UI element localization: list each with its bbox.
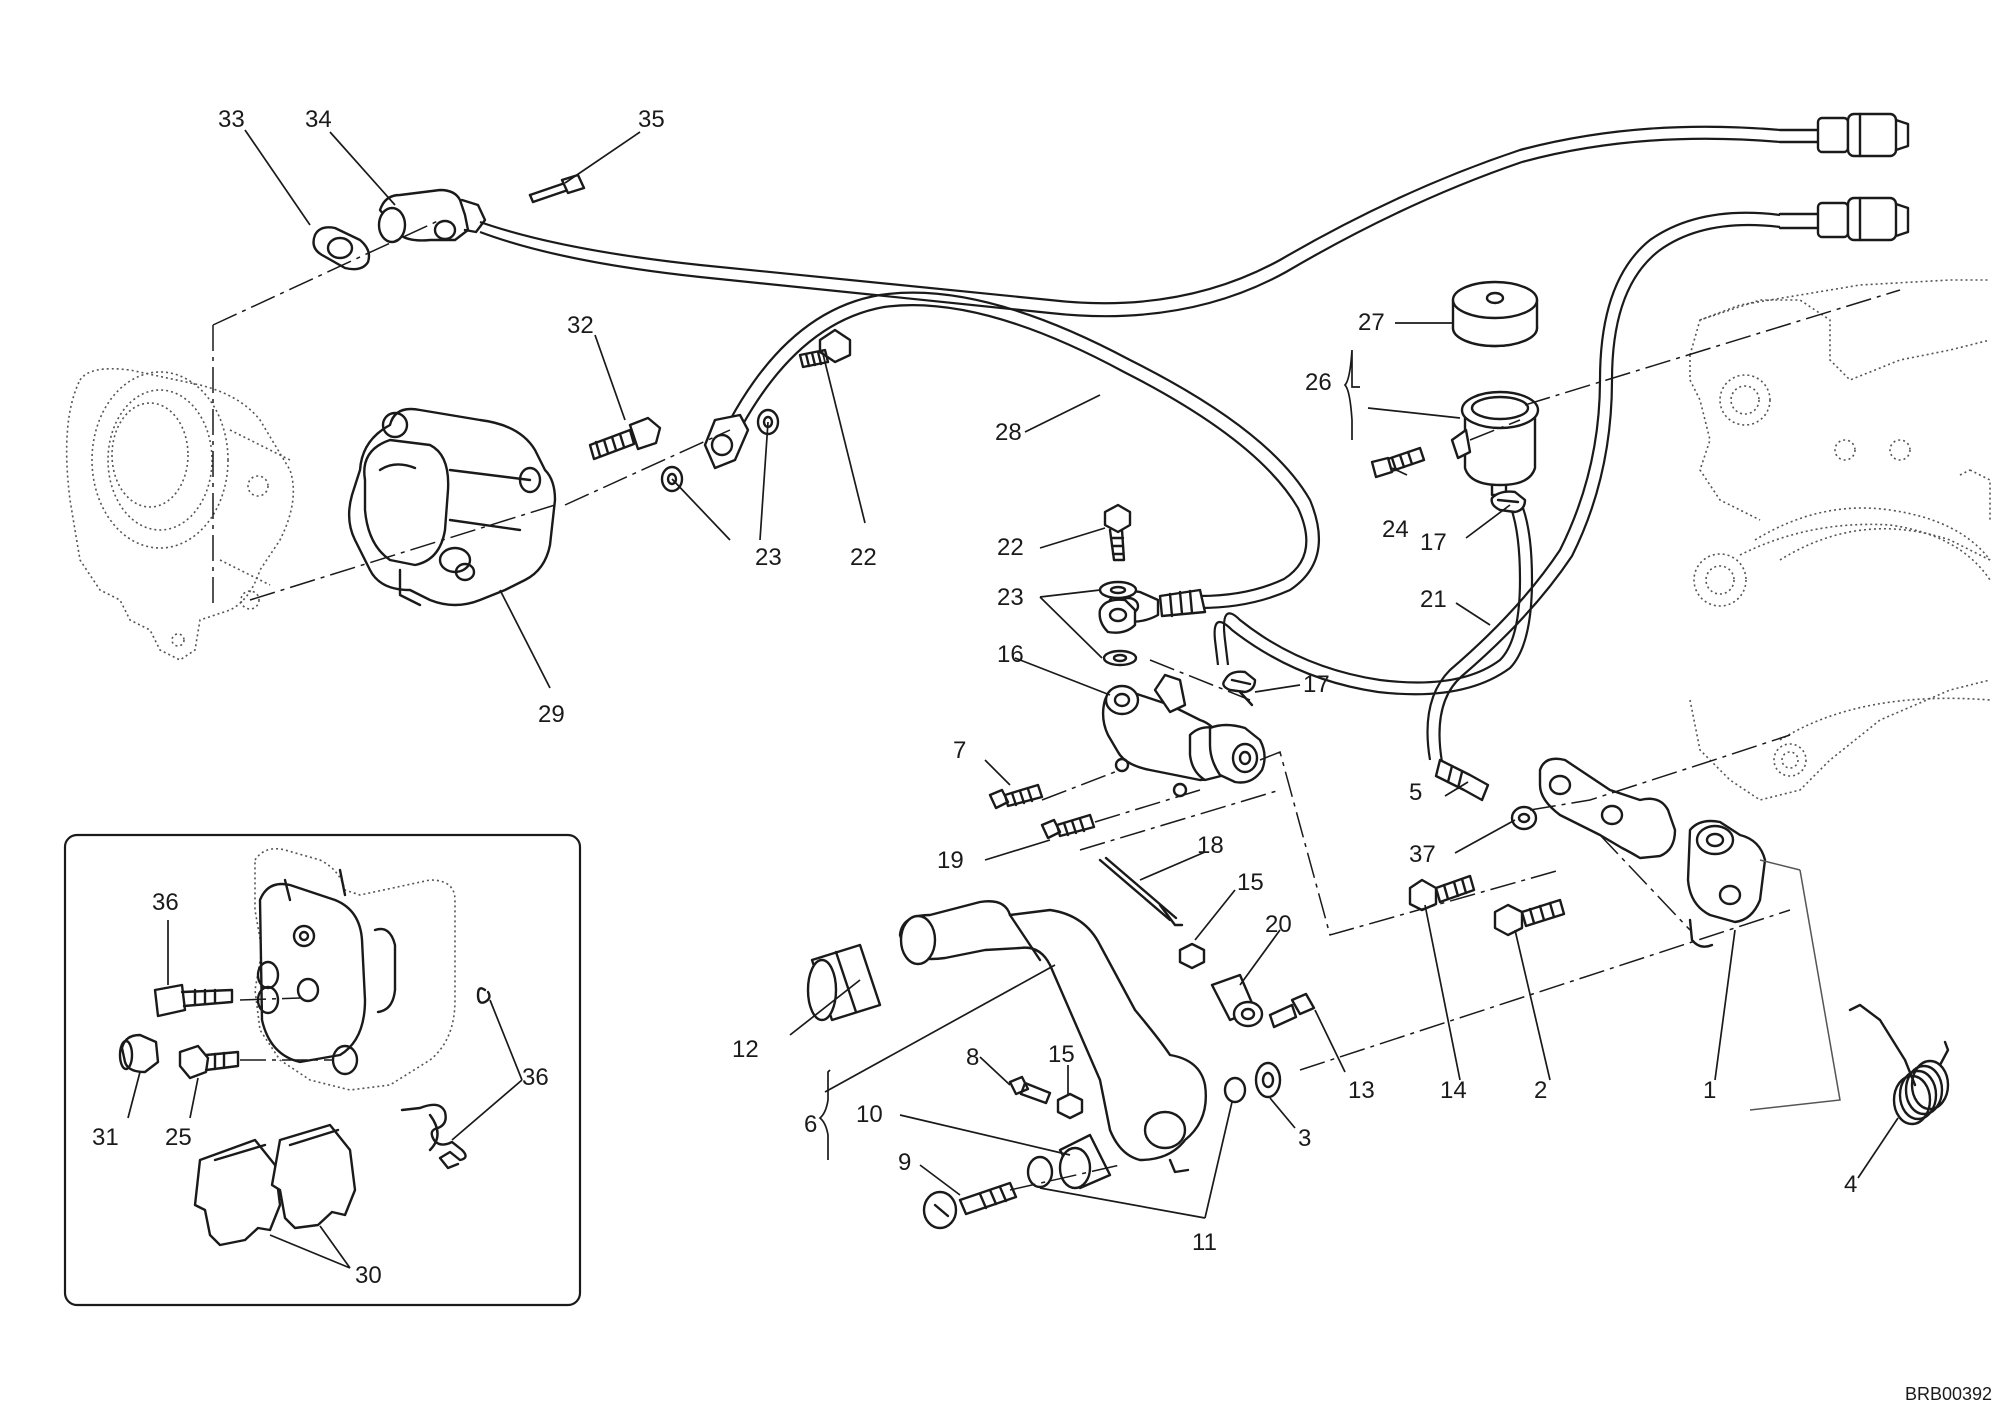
label-23-upper: 23	[755, 544, 782, 571]
label-17-upper: 17	[1420, 529, 1447, 556]
inset-panel	[63, 833, 582, 1307]
label-20: 20	[1265, 911, 1292, 938]
clevis-pin	[1210, 973, 1264, 1028]
label-3: 3	[1298, 1125, 1311, 1152]
pivot-bolt	[922, 1181, 1018, 1230]
o-ring-lower	[1026, 1155, 1054, 1189]
o-ring-upper	[1223, 1076, 1247, 1104]
label-34: 34	[305, 106, 332, 133]
nut-15-upper	[1178, 942, 1206, 970]
label-1: 1	[1703, 1077, 1716, 1104]
label-7: 7	[953, 737, 966, 764]
banjo-bolt-master	[1103, 503, 1132, 562]
cotter-pin	[1098, 856, 1184, 927]
abs-sensor	[377, 188, 487, 244]
label-9: 9	[898, 1149, 911, 1176]
engine-case-outline	[1689, 279, 1991, 801]
label-11: 11	[1192, 1229, 1217, 1256]
sensor-screw	[528, 173, 586, 204]
label-28: 28	[995, 419, 1022, 446]
label-13: 13	[1348, 1077, 1375, 1104]
nut-15-lower	[1056, 1092, 1084, 1120]
hose-fitting-5	[1434, 758, 1490, 802]
pedal-adjust-screw-8	[1008, 1075, 1052, 1105]
label-35: 35	[638, 106, 665, 133]
label-32: 32	[567, 312, 594, 339]
bracket-bolt-2	[1493, 898, 1566, 937]
label-37: 37	[1409, 841, 1436, 868]
label-36-clip: 36	[522, 1064, 549, 1091]
label-12: 12	[732, 1036, 759, 1063]
washer-3	[1254, 1061, 1282, 1099]
pedal-screw-13	[1268, 992, 1316, 1029]
hose-clamp-upper	[1490, 490, 1527, 514]
label-31: 31	[92, 1124, 119, 1151]
brake-fluid-reservoir	[1450, 390, 1540, 497]
brake-pedal	[898, 900, 1207, 1174]
return-spring	[1848, 1003, 1950, 1126]
assembly-centerlines	[212, 219, 1901, 1191]
leader-lines	[127, 129, 1899, 1269]
label-30: 30	[355, 1262, 382, 1289]
label-19: 19	[937, 847, 964, 874]
label-27: 27	[1358, 309, 1385, 336]
label-6: 6	[804, 1111, 817, 1138]
label-10: 10	[856, 1101, 883, 1128]
rear-brake-line-upper	[1426, 196, 1910, 763]
label-21: 21	[1420, 586, 1447, 613]
label-23-lower: 23	[997, 584, 1024, 611]
banjo-fitting	[1098, 598, 1137, 634]
label-22-upper: 22	[850, 544, 877, 571]
pedal-bushing	[1058, 1133, 1112, 1190]
label-16: 16	[997, 641, 1024, 668]
label-29: 29	[538, 701, 565, 728]
brake-caliper	[347, 407, 557, 607]
label-33: 33	[218, 106, 245, 133]
reservoir-screw	[1370, 446, 1426, 479]
washer-37	[1510, 805, 1538, 831]
label-8: 8	[966, 1044, 979, 1071]
pedal-rubber	[806, 943, 882, 1022]
label-15-lower: 15	[1048, 1041, 1075, 1068]
label-15-upper: 15	[1237, 869, 1264, 896]
caliper-bracket-outline	[65, 367, 295, 661]
label-22-lower: 22	[997, 534, 1024, 561]
master-cylinder-bolt-7	[988, 783, 1044, 810]
label-14: 14	[1440, 1077, 1467, 1104]
hose-clamp-lower	[1222, 670, 1257, 707]
reservoir-cap	[1451, 280, 1539, 348]
label-17-lower: 17	[1303, 671, 1330, 698]
label-18: 18	[1197, 832, 1224, 859]
caliper-bolt	[588, 416, 662, 461]
master-cylinder	[1101, 673, 1266, 798]
label-36-pin: 36	[152, 889, 179, 916]
reservoir-hose	[1213, 494, 1534, 696]
pedal-bracket	[1538, 757, 1767, 948]
label-25: 25	[165, 1124, 192, 1151]
master-cylinder-bolt-19	[1040, 813, 1096, 840]
sensor-seal	[312, 226, 371, 271]
label-2: 2	[1534, 1077, 1547, 1104]
label-24: 24	[1382, 516, 1409, 543]
label-4: 4	[1844, 1171, 1857, 1198]
sensor-cable	[479, 112, 1910, 318]
banjo-bolt-upper	[798, 328, 852, 369]
brake-hose	[703, 291, 1321, 623]
label-5: 5	[1409, 779, 1422, 806]
part-number-labels: 33 34 35 32 29 22 23 28 22 23 16 7 19 18…	[92, 106, 1857, 1289]
drawing-code: BRB00392	[1905, 1384, 1992, 1404]
label-26: 26	[1305, 369, 1332, 396]
bracket-bolt-14	[1408, 874, 1476, 912]
